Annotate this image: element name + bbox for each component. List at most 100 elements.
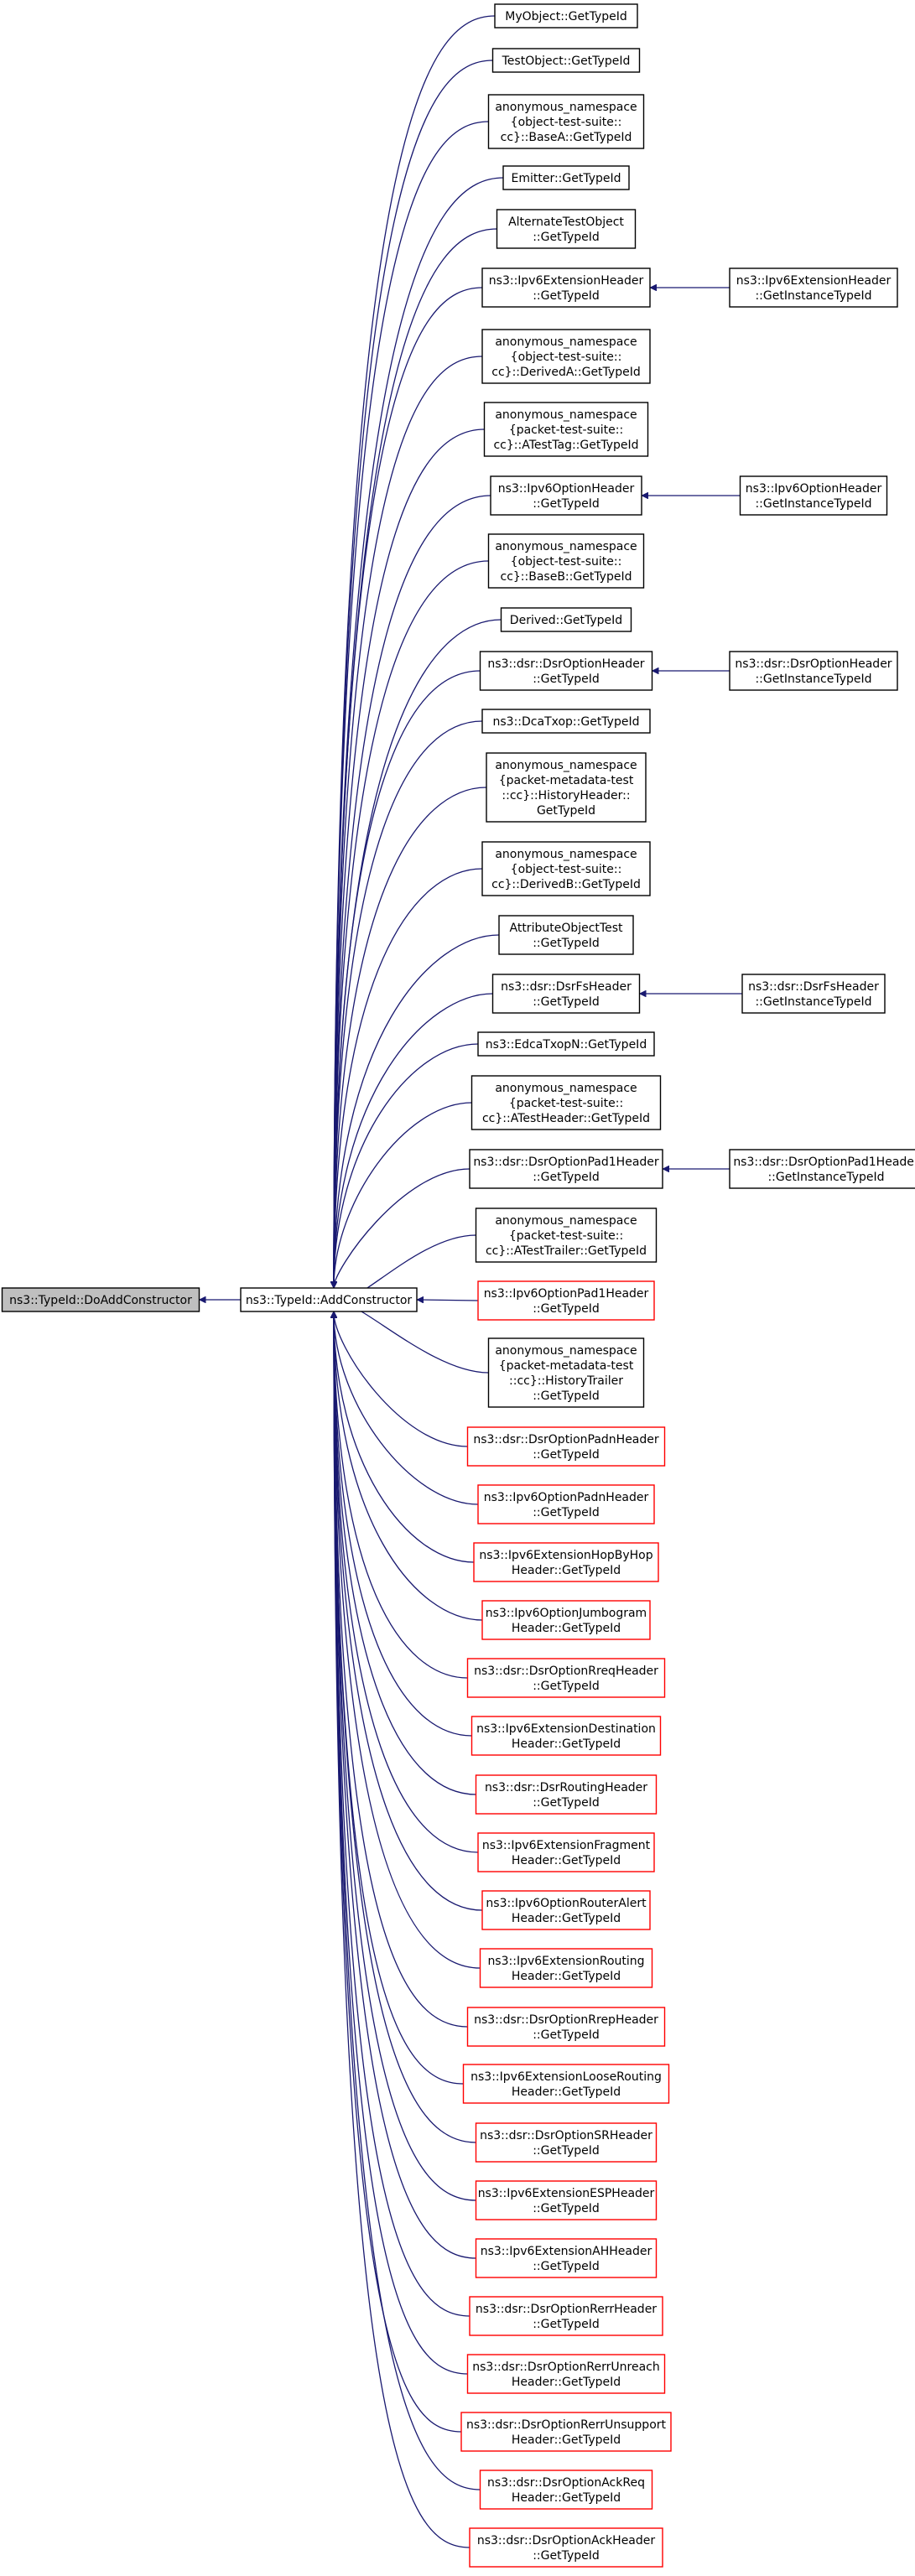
caller-node-26-label-line: Header::GetTypeId bbox=[512, 1622, 621, 1635]
caller-node-11-label-line: ns3::dsr::DsrOptionHeader bbox=[487, 657, 644, 671]
caller-node-17[interactable]: ns3::EdcaTxopN::GetTypeId bbox=[477, 1031, 655, 1057]
caller-node-41-label-line: Header::GetTypeId bbox=[512, 2491, 621, 2505]
caller-node-6[interactable]: anonymous_namespace{object-test-suite::c… bbox=[481, 329, 651, 384]
caller-node-20-label-line: {packet-test-suite:: bbox=[509, 1229, 623, 1243]
hub-node-label-line: ns3::TypeId::AddConstructor bbox=[246, 1294, 413, 1307]
caller-node-26-box bbox=[481, 1600, 651, 1640]
caller-node-22[interactable]: anonymous_namespace{packet-metadata-test… bbox=[487, 1337, 645, 1408]
caller-node-5-label-line: ns3::Ipv6ExtensionHeader bbox=[489, 274, 644, 288]
caller-node-9-label-line: cc}::BaseB::GetTypeId bbox=[501, 570, 632, 584]
caller-node-3-box bbox=[502, 165, 630, 190]
caller-node-40[interactable]: ns3::dsr::DsrOptionRerrUnsupportHeader::… bbox=[460, 2412, 672, 2452]
caller-node-38-label-line: ::GetTypeId bbox=[533, 2318, 600, 2331]
caller-node-34[interactable]: ns3::Ipv6ExtensionLooseRoutingHeader::Ge… bbox=[462, 2064, 670, 2104]
caller-node-13[interactable]: anonymous_namespace{packet-metadata-test… bbox=[486, 752, 647, 823]
edge-caller-41 bbox=[334, 1312, 481, 2490]
caller-node-39-box bbox=[466, 2354, 666, 2394]
caller-node-25[interactable]: ns3::Ipv6ExtensionHopByHopHeader::GetTyp… bbox=[473, 1542, 659, 1582]
caller-node-22-box bbox=[487, 1337, 645, 1408]
caller-node-38-label-line: ns3::dsr::DsrOptionRerrHeader bbox=[476, 2303, 657, 2316]
edge-caller-26 bbox=[334, 1312, 483, 1621]
edges-layer bbox=[200, 15, 742, 2548]
root-node[interactable]: ns3::TypeId::DoAddConstructor bbox=[1, 1287, 200, 1312]
edge-caller-11 bbox=[334, 670, 481, 1287]
caller-node-16[interactable]: ns3::dsr::DsrFsHeader::GetTypeId bbox=[491, 974, 641, 1014]
caller-node-19-label-line: ::GetTypeId bbox=[533, 1171, 600, 1184]
caller-node-21[interactable]: ns3::Ipv6OptionPad1Header::GetTypeId bbox=[477, 1280, 655, 1321]
caller-node-41-box bbox=[479, 2470, 653, 2510]
second-caller-node-11[interactable]: ns3::dsr::DsrOptionHeader::GetInstanceTy… bbox=[729, 651, 898, 691]
caller-node-15-label-line: AttributeObjectTest bbox=[510, 922, 623, 935]
caller-node-18[interactable]: anonymous_namespace{packet-test-suite::c… bbox=[470, 1075, 662, 1130]
second-caller-node-16-label-line: ::GetInstanceTypeId bbox=[755, 995, 871, 1009]
caller-node-27[interactable]: ns3::dsr::DsrOptionRreqHeader::GetTypeId bbox=[466, 1658, 666, 1698]
edge-caller-7 bbox=[334, 428, 485, 1287]
edge-caller-14 bbox=[334, 868, 483, 1287]
caller-node-29[interactable]: ns3::dsr::DsrRoutingHeader::GetTypeId bbox=[475, 1774, 658, 1815]
caller-node-9[interactable]: anonymous_namespace{object-test-suite::c… bbox=[487, 533, 645, 589]
second-caller-node-11-label-line: ns3::dsr::DsrOptionHeader bbox=[735, 657, 892, 671]
caller-node-37[interactable]: ns3::Ipv6ExtensionAHHeader::GetTypeId bbox=[475, 2238, 658, 2278]
hub-node-box bbox=[240, 1287, 418, 1312]
caller-node-13-box bbox=[486, 752, 647, 823]
second-caller-node-11-box bbox=[729, 651, 898, 691]
caller-node-10[interactable]: Derived::GetTypeId bbox=[500, 607, 632, 632]
caller-node-5[interactable]: ns3::Ipv6ExtensionHeader::GetTypeId bbox=[481, 267, 651, 308]
caller-node-7[interactable]: anonymous_namespace{packet-test-suite::c… bbox=[483, 402, 649, 457]
caller-node-23[interactable]: ns3::dsr::DsrOptionPadnHeader::GetTypeId bbox=[466, 1426, 666, 1467]
caller-node-33[interactable]: ns3::dsr::DsrOptionRrepHeader::GetTypeId bbox=[466, 2007, 666, 2047]
caller-node-22-label-line: ::GetTypeId bbox=[533, 1389, 600, 1403]
second-caller-node-5-label-line: ::GetInstanceTypeId bbox=[755, 289, 871, 303]
caller-node-37-label-line: ::GetTypeId bbox=[533, 2260, 600, 2273]
caller-node-31[interactable]: ns3::Ipv6OptionRouterAlertHeader::GetTyp… bbox=[481, 1890, 651, 1930]
caller-node-32[interactable]: ns3::Ipv6ExtensionRoutingHeader::GetType… bbox=[479, 1948, 653, 1988]
edge-caller-37 bbox=[334, 1312, 476, 2259]
caller-node-42[interactable]: ns3::dsr::DsrOptionAckHeader::GetTypeId bbox=[469, 2527, 663, 2568]
caller-node-15[interactable]: AttributeObjectTest::GetTypeId bbox=[498, 915, 634, 955]
edge-caller-18 bbox=[334, 1102, 472, 1287]
caller-node-2-label-line: {object-test-suite:: bbox=[511, 116, 622, 129]
second-caller-node-8[interactable]: ns3::Ipv6OptionHeader::GetInstanceTypeId bbox=[739, 475, 888, 516]
caller-node-8[interactable]: ns3::Ipv6OptionHeader::GetTypeId bbox=[490, 475, 642, 516]
caller-node-2[interactable]: anonymous_namespace{object-test-suite::c… bbox=[487, 94, 645, 149]
caller-node-1-label-line: TestObject::GetTypeId bbox=[502, 55, 631, 68]
caller-node-41[interactable]: ns3::dsr::DsrOptionAckReqHeader::GetType… bbox=[479, 2470, 653, 2510]
caller-node-42-box bbox=[469, 2527, 663, 2568]
second-caller-node-5[interactable]: ns3::Ipv6ExtensionHeader::GetInstanceTyp… bbox=[729, 267, 898, 308]
caller-node-28[interactable]: ns3::Ipv6ExtensionDestinationHeader::Get… bbox=[470, 1716, 662, 1756]
caller-node-38[interactable]: ns3::dsr::DsrOptionRerrHeader::GetTypeId bbox=[469, 2296, 663, 2336]
caller-node-2-box bbox=[487, 94, 645, 149]
caller-node-26[interactable]: ns3::Ipv6OptionJumbogramHeader::GetTypeI… bbox=[481, 1600, 651, 1640]
edge-caller-36 bbox=[334, 1312, 476, 2201]
caller-node-0[interactable]: MyObject::GetTypeId bbox=[494, 3, 638, 29]
second-caller-node-19[interactable]: ns3::dsr::DsrOptionPad1Header::GetInstan… bbox=[729, 1149, 915, 1189]
caller-node-32-label-line: ns3::Ipv6ExtensionRouting bbox=[487, 1955, 644, 1968]
caller-node-35[interactable]: ns3::dsr::DsrOptionSRHeader::GetTypeId bbox=[475, 2122, 658, 2163]
root-node-label-line: ns3::TypeId::DoAddConstructor bbox=[9, 1294, 192, 1307]
caller-node-14[interactable]: anonymous_namespace{object-test-suite::c… bbox=[481, 841, 651, 896]
caller-node-36[interactable]: ns3::Ipv6ExtensionESPHeader::GetTypeId bbox=[475, 2180, 658, 2220]
caller-node-24-label-line: ::GetTypeId bbox=[533, 1506, 600, 1519]
caller-node-15-label-line: ::GetTypeId bbox=[533, 937, 600, 950]
caller-node-30-label-line: ns3::Ipv6ExtensionFragment bbox=[482, 1839, 651, 1852]
caller-node-12[interactable]: ns3::DcaTxop::GetTypeId bbox=[481, 709, 651, 734]
caller-node-4[interactable]: AlternateTestObject::GetTypeId bbox=[496, 209, 637, 249]
caller-node-20[interactable]: anonymous_namespace{packet-test-suite::c… bbox=[475, 1208, 658, 1263]
caller-node-24[interactable]: ns3::Ipv6OptionPadnHeader::GetTypeId bbox=[477, 1484, 655, 1524]
caller-node-31-label-line: Header::GetTypeId bbox=[512, 1912, 621, 1925]
caller-node-22-label-line: anonymous_namespace bbox=[495, 1344, 637, 1358]
caller-node-30[interactable]: ns3::Ipv6ExtensionFragmentHeader::GetTyp… bbox=[477, 1832, 655, 1872]
caller-node-7-label-line: {packet-test-suite:: bbox=[509, 423, 623, 437]
edge-caller-24 bbox=[334, 1312, 479, 1505]
hub-node[interactable]: ns3::TypeId::AddConstructor bbox=[240, 1287, 418, 1312]
caller-node-39[interactable]: ns3::dsr::DsrOptionRerrUnreachHeader::Ge… bbox=[466, 2354, 666, 2394]
caller-node-11[interactable]: ns3::dsr::DsrOptionHeader::GetTypeId bbox=[479, 651, 653, 691]
caller-node-29-label-line: ns3::dsr::DsrRoutingHeader bbox=[485, 1781, 647, 1794]
second-caller-node-8-box bbox=[739, 475, 888, 516]
caller-node-3[interactable]: Emitter::GetTypeId bbox=[502, 165, 630, 190]
caller-node-19[interactable]: ns3::dsr::DsrOptionPad1Header::GetTypeId bbox=[469, 1149, 663, 1189]
caller-node-1-box bbox=[491, 48, 641, 73]
caller-node-1[interactable]: TestObject::GetTypeId bbox=[491, 48, 641, 73]
caller-node-25-label-line: Header::GetTypeId bbox=[512, 1564, 621, 1577]
second-caller-node-16[interactable]: ns3::dsr::DsrFsHeader::GetInstanceTypeId bbox=[741, 974, 886, 1014]
